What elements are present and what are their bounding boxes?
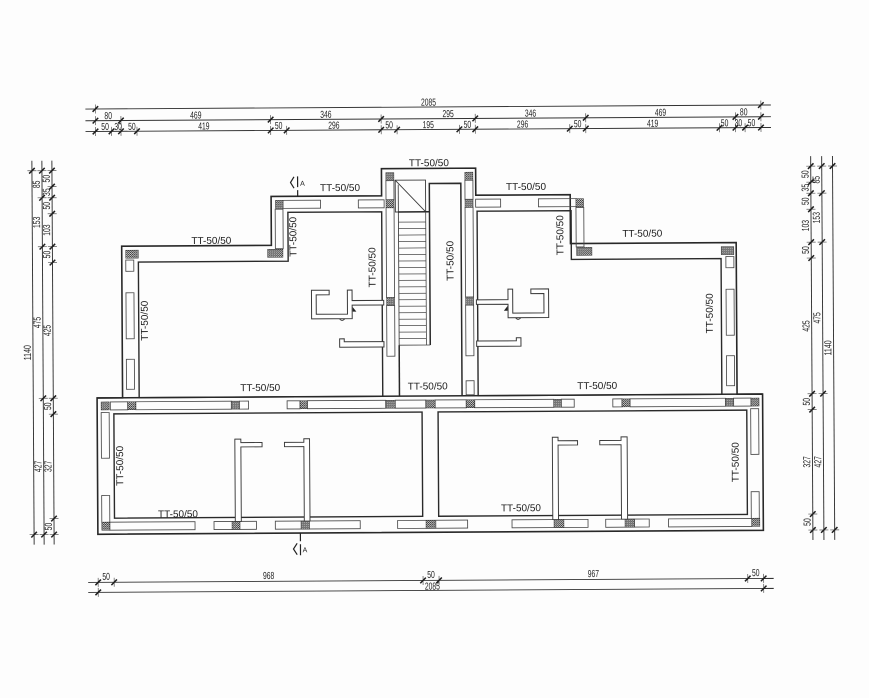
svg-text:50: 50 bbox=[752, 568, 760, 579]
svg-text:TT-50/50: TT-50/50 bbox=[115, 445, 126, 486]
svg-text:TT-50/50: TT-50/50 bbox=[367, 247, 378, 288]
svg-text:TT-50/50: TT-50/50 bbox=[408, 381, 449, 392]
svg-text:427: 427 bbox=[813, 456, 824, 468]
svg-text:TT-50/50: TT-50/50 bbox=[731, 442, 742, 483]
svg-text:50: 50 bbox=[801, 170, 812, 178]
svg-text:50: 50 bbox=[427, 570, 435, 581]
svg-text:153: 153 bbox=[812, 212, 823, 224]
svg-text:85: 85 bbox=[812, 176, 823, 184]
svg-text:50: 50 bbox=[464, 120, 472, 131]
svg-text:50: 50 bbox=[801, 246, 812, 254]
svg-text:TT-50/50: TT-50/50 bbox=[288, 216, 299, 257]
svg-text:50: 50 bbox=[802, 398, 813, 406]
svg-text:50: 50 bbox=[721, 118, 729, 129]
svg-text:50: 50 bbox=[748, 118, 756, 129]
svg-text:TT-50/50: TT-50/50 bbox=[409, 158, 450, 169]
svg-text:50: 50 bbox=[101, 122, 109, 133]
svg-text:327: 327 bbox=[802, 456, 813, 468]
svg-text:TT-50/50: TT-50/50 bbox=[140, 300, 151, 341]
svg-text:469: 469 bbox=[190, 111, 202, 122]
svg-text:346: 346 bbox=[320, 110, 332, 121]
svg-text:TT-50/50: TT-50/50 bbox=[158, 509, 199, 520]
svg-text:1140: 1140 bbox=[823, 340, 834, 355]
svg-text:475: 475 bbox=[812, 312, 823, 324]
svg-text:50: 50 bbox=[803, 518, 814, 526]
svg-text:295: 295 bbox=[442, 109, 454, 120]
svg-text:103: 103 bbox=[42, 224, 53, 236]
svg-text:327: 327 bbox=[43, 460, 54, 472]
svg-text:153: 153 bbox=[32, 216, 43, 228]
svg-text:967: 967 bbox=[588, 569, 600, 580]
svg-text:A: A bbox=[300, 181, 305, 188]
svg-text:TT-50/50: TT-50/50 bbox=[555, 215, 566, 256]
svg-text:296: 296 bbox=[328, 121, 340, 132]
svg-text:346: 346 bbox=[525, 109, 537, 120]
svg-text:425: 425 bbox=[801, 320, 812, 332]
svg-text:50: 50 bbox=[385, 120, 393, 131]
svg-text:TT-50/50: TT-50/50 bbox=[320, 183, 361, 194]
svg-text:50: 50 bbox=[574, 119, 582, 130]
svg-text:50: 50 bbox=[44, 523, 55, 531]
svg-text:2085: 2085 bbox=[425, 582, 440, 593]
svg-text:TT-50/50: TT-50/50 bbox=[506, 182, 547, 193]
svg-text:425: 425 bbox=[43, 325, 54, 337]
svg-text:475: 475 bbox=[33, 317, 44, 329]
svg-text:TT-50/50: TT-50/50 bbox=[705, 293, 716, 334]
svg-text:195: 195 bbox=[423, 120, 435, 131]
svg-text:1140: 1140 bbox=[23, 345, 34, 360]
svg-text:419: 419 bbox=[647, 119, 659, 130]
svg-text:50: 50 bbox=[42, 202, 53, 210]
svg-text:80: 80 bbox=[740, 107, 748, 118]
svg-text:50: 50 bbox=[42, 251, 53, 259]
svg-text:30: 30 bbox=[114, 122, 122, 133]
svg-text:103: 103 bbox=[801, 220, 812, 232]
svg-text:50: 50 bbox=[43, 402, 54, 410]
svg-text:50: 50 bbox=[42, 175, 53, 183]
svg-text:50: 50 bbox=[128, 122, 136, 133]
svg-text:296: 296 bbox=[517, 120, 529, 131]
svg-text:419: 419 bbox=[198, 121, 210, 132]
svg-text:TT-50/50: TT-50/50 bbox=[501, 503, 542, 514]
svg-text:2085: 2085 bbox=[421, 98, 436, 109]
svg-text:30: 30 bbox=[735, 118, 743, 129]
svg-text:50: 50 bbox=[102, 572, 110, 583]
svg-text:50: 50 bbox=[275, 121, 283, 132]
svg-text:TT-50/50: TT-50/50 bbox=[622, 229, 663, 240]
svg-text:TT-50/50: TT-50/50 bbox=[445, 240, 456, 281]
svg-text:35: 35 bbox=[42, 188, 53, 196]
svg-text:TT-50/50: TT-50/50 bbox=[577, 381, 618, 392]
svg-text:80: 80 bbox=[104, 111, 112, 122]
svg-text:A: A bbox=[303, 547, 308, 554]
svg-text:968: 968 bbox=[263, 571, 275, 582]
svg-text:85: 85 bbox=[32, 180, 43, 188]
svg-text:427: 427 bbox=[33, 461, 44, 473]
svg-text:50: 50 bbox=[801, 197, 812, 205]
svg-text:35: 35 bbox=[801, 184, 812, 192]
svg-text:TT-50/50: TT-50/50 bbox=[191, 236, 232, 247]
svg-text:TT-50/50: TT-50/50 bbox=[240, 383, 281, 394]
svg-text:469: 469 bbox=[655, 108, 667, 119]
